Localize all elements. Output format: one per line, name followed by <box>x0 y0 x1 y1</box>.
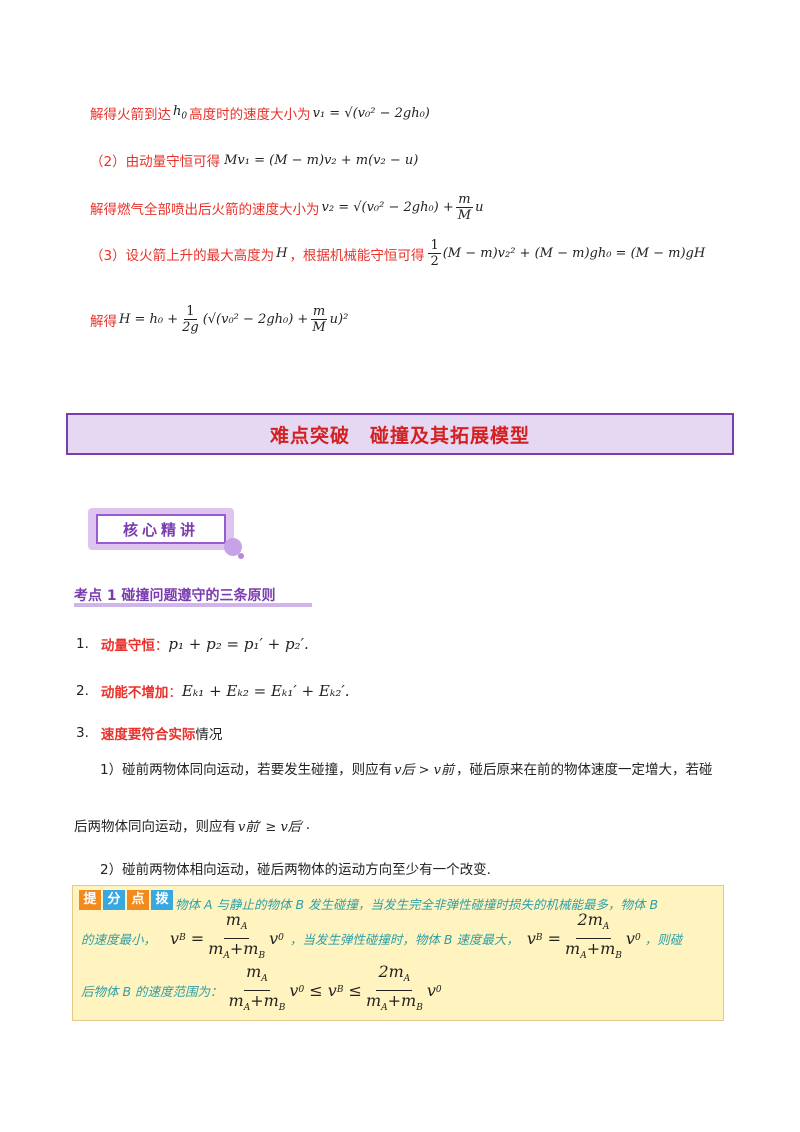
section-title: 难点突破 碰撞及其拓展模型 <box>269 424 530 447</box>
H-symbol: H <box>276 246 288 261</box>
solution-text: 解得火箭到达 <box>90 107 171 123</box>
core-badge: 核心精讲 <box>88 508 234 550</box>
list-number: 3. <box>76 725 89 741</box>
equation: Mv₁ = (M − m)v₂ + m(v₂ − u) <box>224 152 419 168</box>
inequality: v前′ ≥ v后′ <box>238 819 304 835</box>
principle-label: 速度要符合实际 <box>100 727 196 743</box>
section-banner: 难点突破 碰撞及其拓展模型 <box>66 413 734 455</box>
principle-colon: ： <box>168 685 182 701</box>
solution-line-3: 解得燃气全部喷出后火箭的速度大小为 v₂ = √(v₀² − 2gh₀) + m… <box>90 192 483 223</box>
case-text: ，碰后原来在前的物体速度一定增大，若碰 <box>455 762 713 778</box>
solution-text: 高度时的速度大小为 <box>189 107 311 123</box>
solution-line-1: 解得火箭到达 h0 高度时的速度大小为 v₁ = √(v₀² − 2gh₀) <box>90 103 430 123</box>
solution-line-2: （2）由动量守恒可得 Mv₁ = (M − m)v₂ + m(v₂ − u) <box>90 150 419 171</box>
decor-dot-icon <box>224 538 242 556</box>
tip-tags: 提 分 点 拨 <box>79 890 173 910</box>
case-text: 后两物体同向运动，则应有 <box>74 819 236 835</box>
tip-tag: 点 <box>127 890 149 910</box>
solution-text: 解得 <box>90 313 117 330</box>
principle-formula: p₁ + p₂ = p₁′ + p₂′. <box>168 635 309 653</box>
principle-2: 2. 动能不增加 ： Eₖ₁ + Eₖ₂ = Eₖ₁′ + Eₖ₂′. <box>76 681 350 701</box>
keypoint-title: 考点 1 碰撞问题遵守的三条原则 <box>74 588 276 604</box>
solution-text: （3）设火箭上升的最大高度为 <box>90 247 275 264</box>
principle-label: 动量守恒 <box>100 638 155 654</box>
inequality: v后 > v前 <box>394 762 454 778</box>
principle-3: 3. 速度要符合实际 情况 <box>76 723 222 743</box>
tip-tag: 拨 <box>151 890 173 910</box>
tip-text-1: 物体 A 与静止的物体 B 发生碰撞，当发生完全非弹性碰撞时损失的机械能最多，物… <box>175 897 659 912</box>
principle-formula: Eₖ₁ + Eₖ₂ = Eₖ₁′ + Eₖ₂′. <box>181 682 350 700</box>
case-1-line-a: 1）碰前两物体同向运动，若要发生碰撞，则应有 v后 > v前 ，碰后原来在前的物… <box>100 758 712 778</box>
solution-text: ，根据机械能守恒可得 <box>289 247 425 264</box>
principle-1: 1. 动量守恒 ： p₁ + p₂ = p₁′ + p₂′. <box>76 634 309 654</box>
tip-text: 的速度最小， <box>81 931 157 947</box>
case-text: 1）碰前两物体同向运动，若要发生碰撞，则应有 <box>100 762 393 778</box>
equation: v₁ = √(v₀² − 2gh₀) <box>312 105 430 121</box>
badge-frame: 核心精讲 <box>96 514 226 544</box>
h0-symbol: h0 <box>173 104 188 122</box>
tip-tag: 分 <box>103 890 125 910</box>
principle-colon: ： <box>154 638 169 654</box>
tip-text: ，当发生弹性碰撞时，物体 B 速度最大， <box>289 931 519 947</box>
principle-suffix: 情况 <box>195 727 223 743</box>
decor-dot-icon <box>238 553 244 559</box>
case-1-line-b: 后两物体同向运动，则应有 v前′ ≥ v后′ . <box>74 815 310 835</box>
solution-text: （2）由动量守恒可得 <box>90 154 221 170</box>
case-text: . <box>305 817 311 833</box>
tip-tag: 提 <box>79 890 101 910</box>
tip-text: 后物体 B 的速度范围为： <box>81 983 223 999</box>
solution-text: 解得燃气全部喷出后火箭的速度大小为 <box>90 201 320 218</box>
principle-label: 动能不增加 <box>100 685 169 701</box>
list-number: 2. <box>76 683 89 699</box>
keypoint-underline <box>74 603 312 607</box>
list-number: 1. <box>76 636 89 652</box>
case-2: 2）碰前两物体相向运动，碰后两物体的运动方向至少有一个改变. <box>100 862 491 878</box>
tip-text: ，则碰 <box>644 931 683 947</box>
badge-label: 核心精讲 <box>122 520 199 539</box>
tip-box: 提 分 点 拨 物体 A 与静止的物体 B 发生碰撞，当发生完全非弹性碰撞时损失… <box>72 885 724 1021</box>
